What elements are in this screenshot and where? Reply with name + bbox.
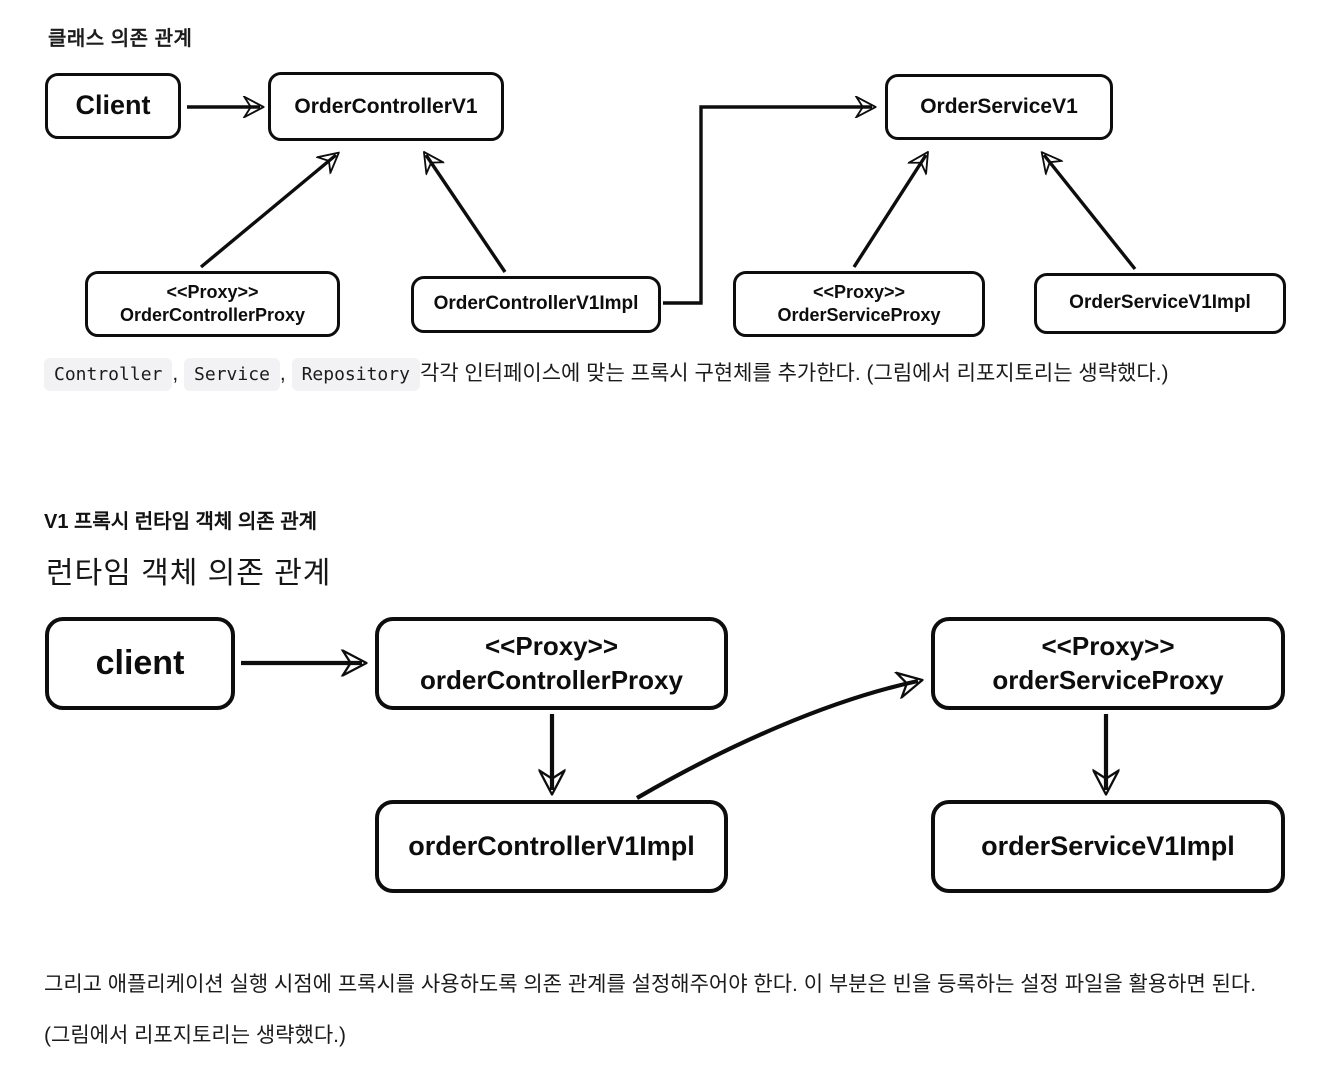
stereotype-label: <<Proxy>>: [1041, 630, 1175, 661]
diagram1-title: 클래스 의존 관계: [48, 28, 193, 50]
stereotype-label: <<Proxy>>: [485, 630, 618, 661]
node-label: OrderControllerV1Impl: [433, 293, 639, 315]
node-label: Client: [75, 90, 151, 121]
node-order-controller-proxy-runtime: <<Proxy>> orderControllerProxy: [375, 617, 728, 710]
paragraph-text: 각각 인터페이스에 맞는 프록시 구현체를 추가한다. (그림에서 리포지토리는…: [419, 362, 1169, 385]
node-order-service-proxy-runtime: <<Proxy>> orderServiceProxy: [931, 617, 1285, 710]
node-order-service-v1-impl-runtime: orderServiceV1Impl: [931, 800, 1285, 893]
code-repository: Repository: [291, 358, 420, 391]
separator-text: ,: [279, 362, 292, 385]
arrow-service-impl-to-interface: [1044, 155, 1137, 271]
node-order-controller-proxy: <<Proxy>> OrderControllerProxy: [85, 271, 340, 337]
stereotype-label: <<Proxy>>: [166, 281, 259, 302]
paragraph-runtime-config: 그리고 애플리케이션 실행 시점에 프록시를 사용하도록 의존 관계를 설정해주…: [44, 959, 1284, 1062]
code-service: Service: [184, 358, 280, 391]
code-controller: Controller: [44, 358, 173, 391]
node-order-controller-v1-impl-runtime: orderControllerV1Impl: [375, 800, 728, 893]
node-label: OrderControllerProxy: [119, 305, 306, 325]
section-heading: V1 프록시 런타임 객체 의존 관계: [44, 511, 318, 533]
node-order-controller-v1: OrderControllerV1: [268, 72, 504, 141]
node-order-service-v1: OrderServiceV1: [885, 74, 1113, 140]
node-client-runtime: client: [45, 617, 235, 710]
node-label: orderServiceProxy: [992, 664, 1224, 695]
node-order-service-proxy: <<Proxy>> OrderServiceProxy: [733, 271, 985, 337]
arrow-controller-proxy-to-interface: [199, 155, 336, 269]
node-label: orderControllerV1Impl: [408, 830, 695, 861]
node-label: OrderServiceV1: [920, 95, 1078, 119]
node-label: OrderServiceV1Impl: [1069, 292, 1251, 314]
arrow-controller-impl-to-interface: [426, 155, 507, 273]
stereotype-label: <<Proxy>>: [812, 281, 906, 302]
arrow-service-proxy-to-interface: [852, 155, 926, 268]
node-label: OrderControllerV1: [294, 94, 478, 118]
diagram2-title: 런타임 객체 의존 관계: [46, 557, 332, 590]
node-label: client: [95, 644, 185, 683]
node-label: OrderServiceProxy: [777, 305, 941, 325]
node-label: orderControllerProxy: [420, 664, 683, 695]
paragraph-text: 그리고 애플리케이션 실행 시점에 프록시를 사용하도록 의존 관계를 설정해주…: [44, 973, 1257, 1048]
node-order-service-v1-impl: OrderServiceV1Impl: [1034, 273, 1286, 334]
node-order-controller-v1-impl: OrderControllerV1Impl: [411, 276, 661, 333]
node-client: Client: [45, 73, 181, 139]
separator-text: ,: [172, 362, 185, 385]
node-label: orderServiceV1Impl: [981, 830, 1235, 861]
